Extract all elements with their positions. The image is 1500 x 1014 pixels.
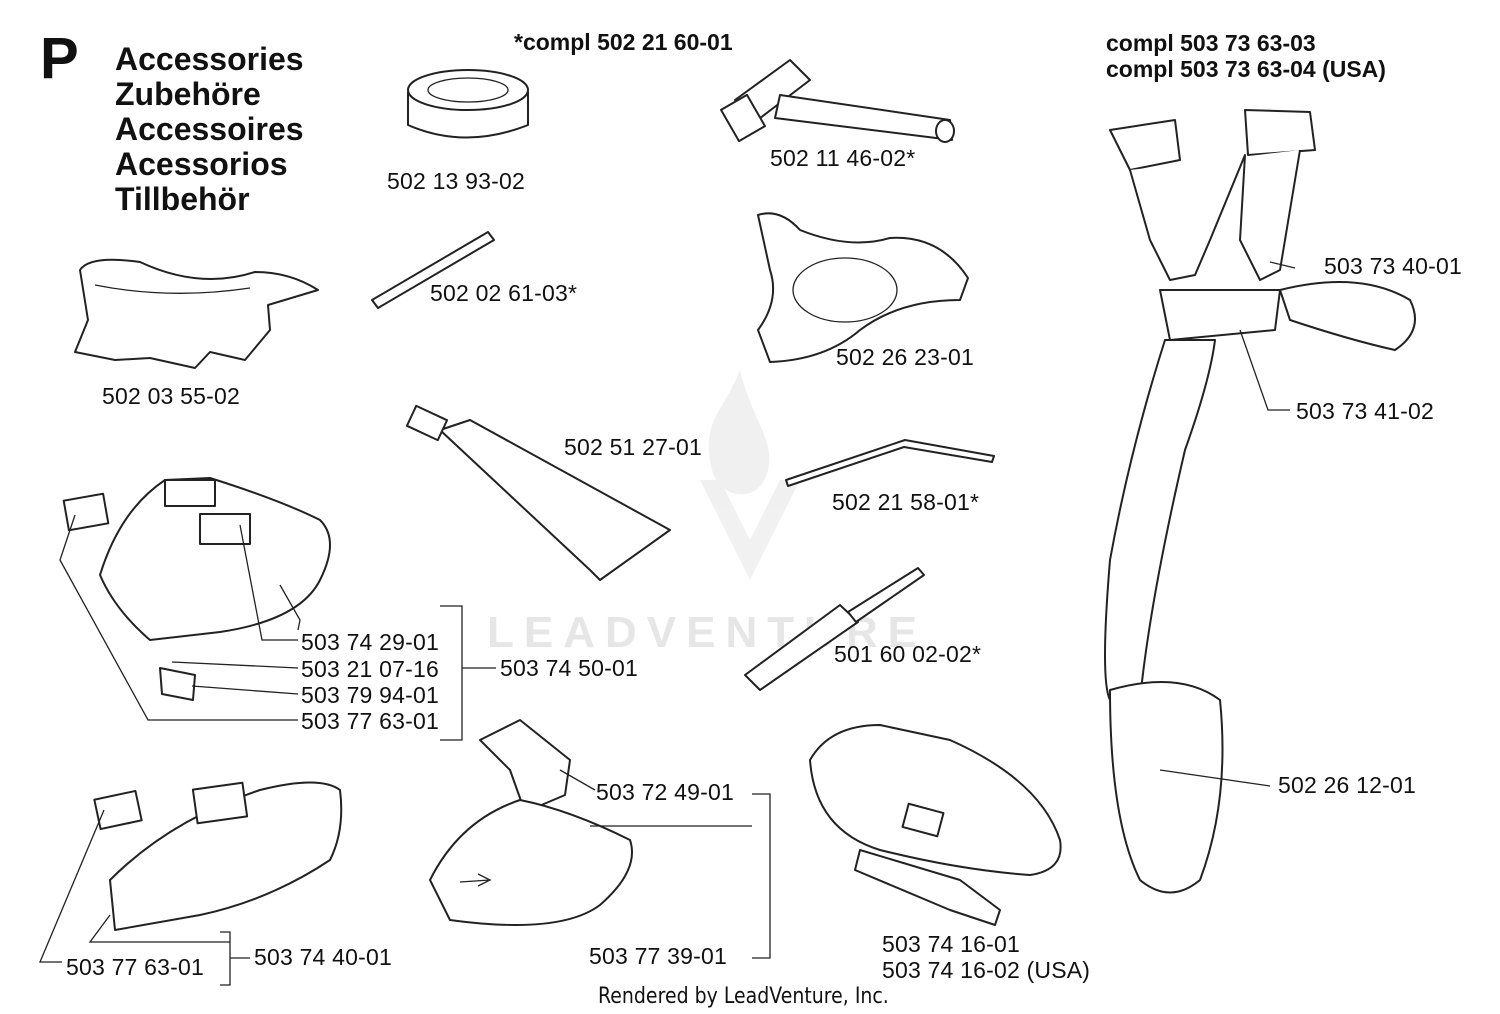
part-label: 502 02 61-03*	[430, 280, 578, 306]
harness-part	[1104, 109, 1416, 894]
part-label: 503 73 40-01	[1324, 253, 1462, 279]
part-label: 501 60 02-02*	[834, 641, 982, 667]
page-letter: P	[40, 26, 79, 91]
part-label: 503 74 50-01	[500, 655, 638, 681]
part-label: 503 74 29-01	[301, 629, 439, 655]
part-label: 502 11 46-02*	[770, 145, 916, 171]
part-label: 502 26 12-01	[1278, 772, 1416, 798]
part-label: 502 51 27-01	[564, 434, 702, 460]
title-block: Accessories Zubehöre Accessoires Acessor…	[115, 42, 304, 217]
part-label: 503 72 49-01	[596, 779, 734, 805]
trimmer-guard-part	[99, 477, 331, 641]
bracket-part	[479, 719, 571, 813]
plate-part-b	[93, 789, 143, 831]
hip-pad-part	[74, 258, 319, 369]
part-label: 503 74 16-02 (USA)	[882, 957, 1091, 983]
title-pt: Acessorios	[115, 146, 288, 182]
file-holder-part	[744, 567, 925, 691]
part-label: 503 73 41-02	[1296, 398, 1434, 424]
part-label: 502 26 23-01	[836, 344, 974, 370]
blade-guard-part	[109, 781, 343, 931]
leader-lines	[39, 261, 1296, 986]
watermark-logo	[700, 370, 800, 580]
footer-credit: Rendered by LeadVenture, Inc.	[598, 984, 889, 1009]
title-de: Zubehöre	[115, 76, 261, 112]
title-sv: Tillbehör	[115, 181, 250, 217]
belt-part	[809, 724, 1062, 926]
rod-part	[785, 439, 995, 487]
harness-kit-header-1: compl 503 73 63-03	[1106, 30, 1316, 56]
locking-pin-part	[371, 231, 495, 309]
wrench-part	[720, 59, 955, 143]
guard-part	[429, 799, 633, 926]
clip-part	[159, 667, 196, 701]
part-label: 502 21 58-01*	[832, 489, 980, 515]
part-label: 503 74 16-01	[882, 931, 1020, 957]
bushing-part	[407, 69, 529, 139]
plate-part-a	[62, 492, 110, 532]
support-cup-part	[757, 212, 969, 363]
harness-kit-header-2: compl 503 73 63-04 (USA)	[1106, 56, 1386, 82]
title-fr: Accessoires	[115, 111, 304, 147]
part-label: 503 77 63-01	[66, 954, 204, 980]
grease-tube-part	[405, 404, 671, 581]
title-en: Accessories	[115, 41, 304, 77]
part-label: 503 74 40-01	[254, 944, 392, 970]
part-label: 503 21 07-16	[301, 656, 439, 682]
part-label: 503 77 63-01	[301, 708, 439, 734]
part-label: 502 13 93-02	[387, 168, 525, 194]
part-label: 503 79 94-01	[301, 682, 439, 708]
part-label: 503 77 39-01	[589, 943, 727, 969]
part-label: 502 03 55-02	[102, 383, 240, 409]
kit-header: *compl 502 21 60-01	[514, 29, 733, 55]
